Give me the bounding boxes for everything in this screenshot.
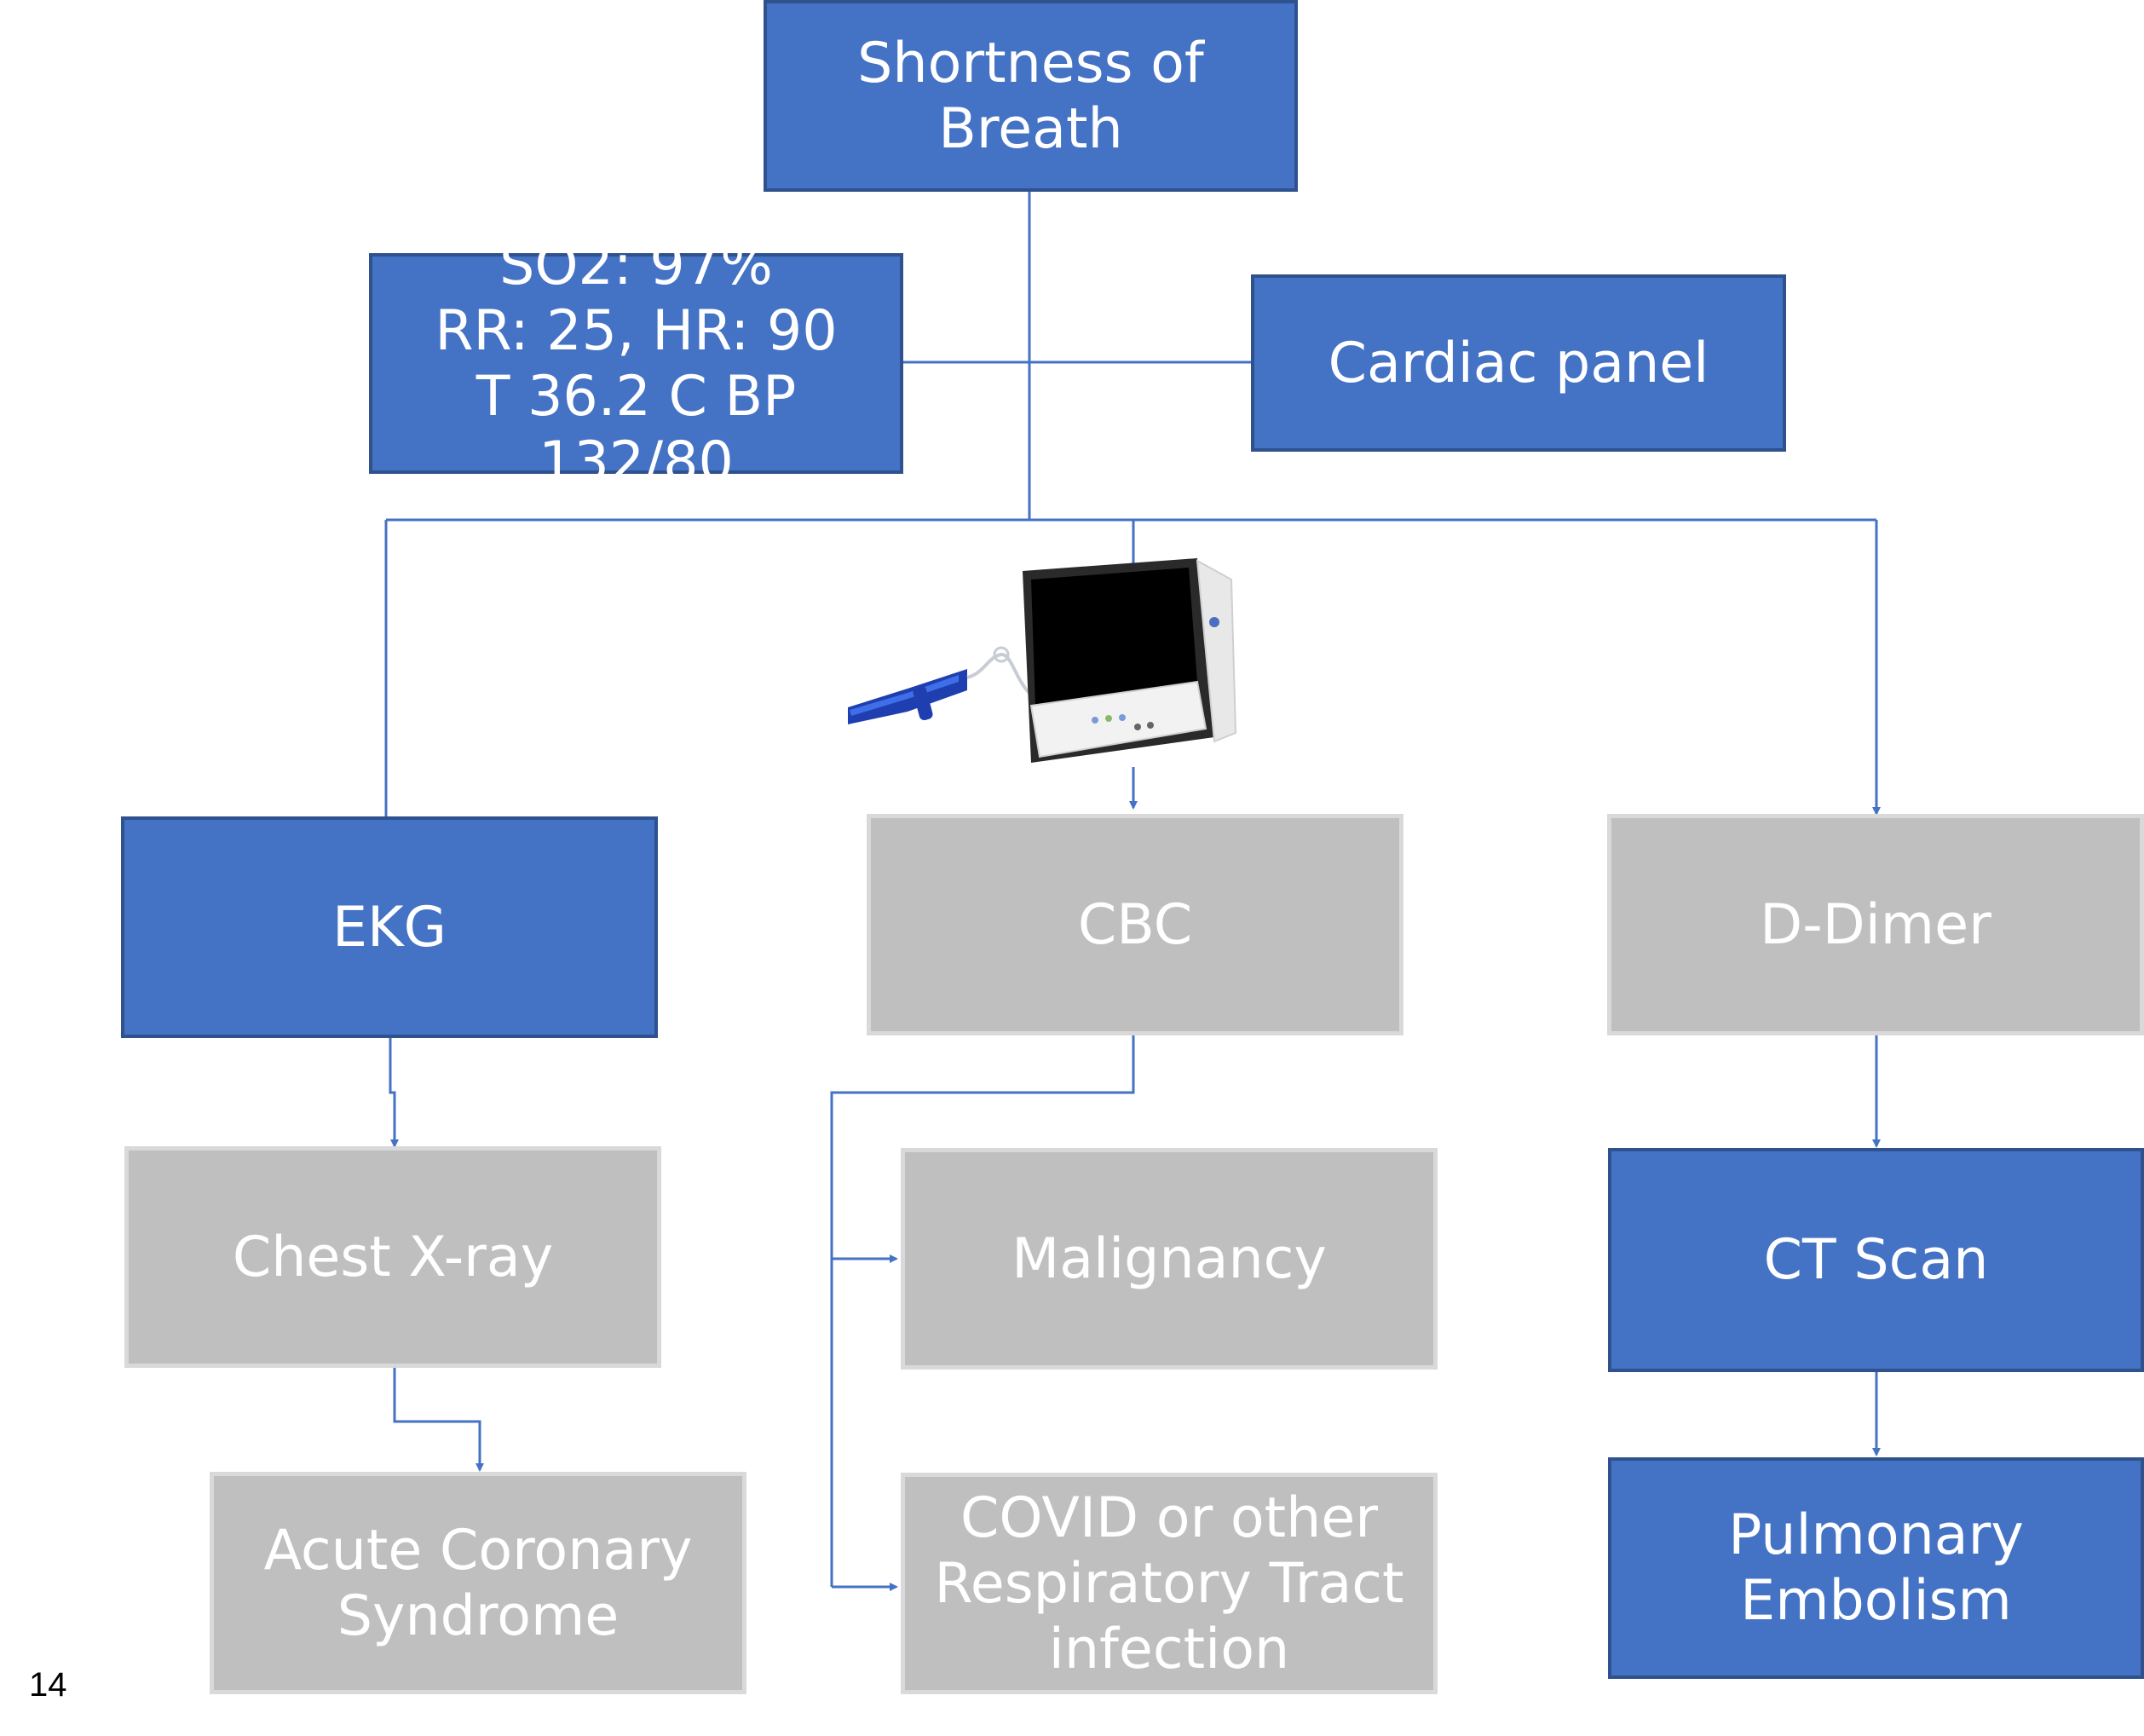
malignancy-box: Malignancy xyxy=(901,1148,1438,1370)
cbc-box: CBC xyxy=(867,814,1403,1035)
acute-coronary-syndrome-box: Acute Coronary Syndrome xyxy=(210,1472,746,1694)
spirometer-device-image xyxy=(848,558,1237,763)
cardiac-panel-box: Cardiac panel xyxy=(1251,274,1786,452)
page-number: 14 xyxy=(29,1666,67,1704)
d-dimer-box: D-Dimer xyxy=(1607,814,2144,1035)
shortness-of-breath-box: Shortness of Breath xyxy=(764,0,1298,192)
ct-scan-box: CT Scan xyxy=(1608,1148,2144,1372)
chest-xray-box: Chest X-ray xyxy=(124,1146,661,1368)
spirometer-handpiece-icon xyxy=(848,646,1045,724)
pulmonary-embolism-box: Pulmonary Embolism xyxy=(1608,1457,2144,1679)
connector-ekg-to-xray xyxy=(389,1038,399,1148)
vitals-box: SO2: 97% RR: 25, HR: 90 T 36.2 C BP 132/… xyxy=(369,234,903,494)
connector-cbc-branch xyxy=(830,1035,1135,1587)
covid-box: COVID or other Respiratory Tract infecti… xyxy=(901,1473,1438,1694)
connector-xray-to-acs xyxy=(393,1368,484,1472)
ekg-box: EKG xyxy=(121,816,658,1038)
tablet-monitor-icon xyxy=(1023,558,1237,763)
